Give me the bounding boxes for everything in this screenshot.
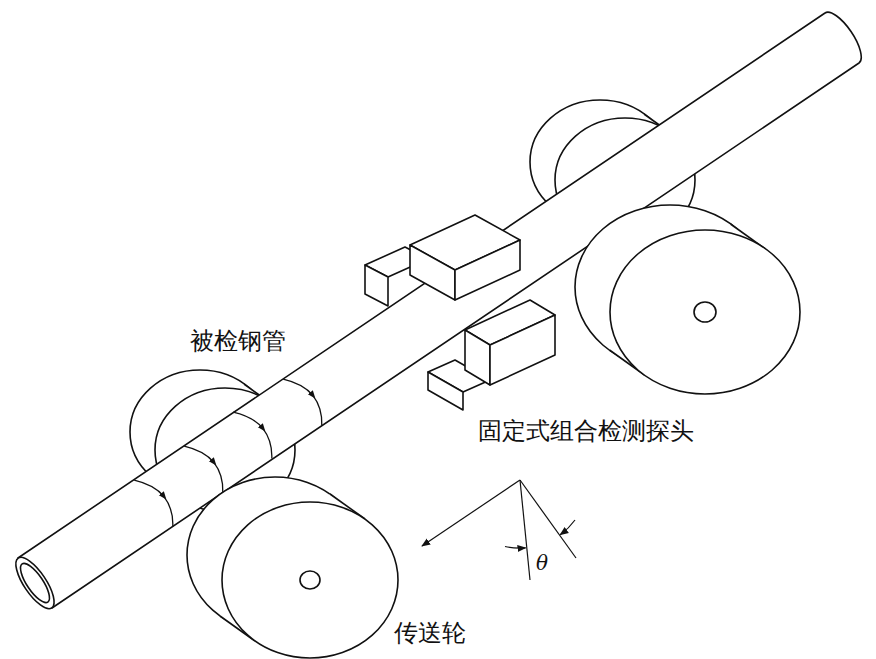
label-anchor: 被检钢管: [190, 328, 286, 354]
scan-ring: [184, 446, 223, 492]
probe-face: [465, 330, 490, 385]
angle-arc: [560, 520, 575, 535]
pipe-body: [18, 12, 861, 608]
label-anchor: 传送轮: [394, 620, 466, 646]
wheel-hub: [694, 302, 716, 322]
conveyor-wheel: [575, 205, 800, 394]
conveyor-wheel: [187, 477, 398, 658]
label-anchor: θ: [536, 552, 548, 574]
probe-face: [490, 315, 555, 385]
wheel-front: [610, 230, 800, 394]
pipe-end: [9, 552, 61, 614]
part-label: 传送轮: [394, 620, 466, 646]
steel-pipe: [9, 12, 861, 614]
scan-ring: [134, 480, 173, 526]
wheel-hub: [300, 571, 320, 589]
angle-arc: [505, 547, 526, 549]
wheel-front: [222, 502, 398, 658]
angle-symbol: θ: [536, 552, 548, 574]
probe-face: [455, 240, 520, 300]
label-anchor: 固定式组合检测探头: [478, 418, 694, 444]
scan-ring: [283, 379, 322, 425]
probe-face: [365, 265, 388, 306]
scan-ring: [233, 412, 272, 458]
part-label: 固定式组合检测探头: [478, 418, 694, 444]
probe-face: [410, 245, 455, 300]
part-label: 被检钢管: [190, 328, 286, 354]
probe-face: [428, 372, 463, 410]
angle-leg: [520, 480, 576, 558]
pipe-bore: [16, 559, 55, 606]
angle-figure: [422, 480, 576, 580]
angle-leg: [520, 480, 530, 580]
feed-arrow: [422, 480, 520, 546]
probe-front: [410, 215, 555, 385]
